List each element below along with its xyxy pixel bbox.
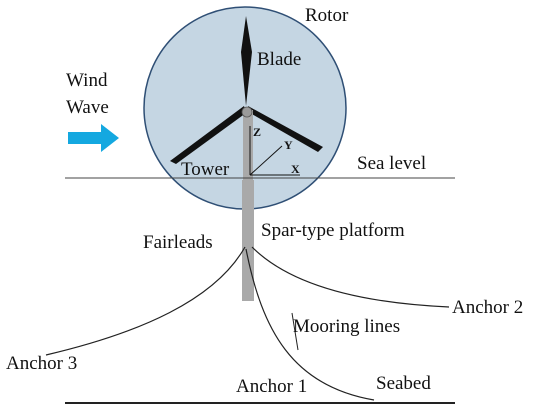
mooring-lines-label: Mooring lines: [293, 316, 400, 337]
mooring-line-anchor-1: [245, 248, 375, 401]
mooring-lines-leader: [291, 312, 299, 351]
spar-platform: [242, 180, 254, 301]
mooring-line-anchor-3: [45, 246, 246, 356]
wind-wave-arrow: [68, 124, 119, 152]
blade-label: Blade: [257, 49, 301, 70]
blade-top: [241, 16, 252, 106]
rotor-hub: [241, 106, 253, 118]
blade-right: [248, 106, 323, 152]
tower: [243, 110, 253, 180]
blade-left: [170, 106, 246, 164]
sea-level-label: Sea level: [357, 153, 426, 174]
wind-label: Wind: [66, 70, 108, 91]
fairleads-label: Fairleads: [143, 232, 213, 253]
anchor-3-label: Anchor 3: [6, 353, 77, 374]
seabed-label: Seabed: [376, 373, 431, 394]
tower-label: Tower: [181, 159, 230, 180]
x-axis-label: X: [291, 162, 300, 176]
mooring-line-anchor-2: [251, 246, 450, 308]
y-axis-label: Y: [284, 138, 293, 152]
z-axis-label: Z: [253, 125, 261, 139]
rotor-label: Rotor: [305, 5, 349, 26]
anchor-2-label: Anchor 2: [452, 297, 523, 318]
wave-label: Wave: [66, 97, 109, 118]
anchor-1-label: Anchor 1: [236, 376, 307, 397]
y-axis: [249, 145, 283, 176]
spar-platform-label: Spar-type platform: [261, 220, 405, 241]
